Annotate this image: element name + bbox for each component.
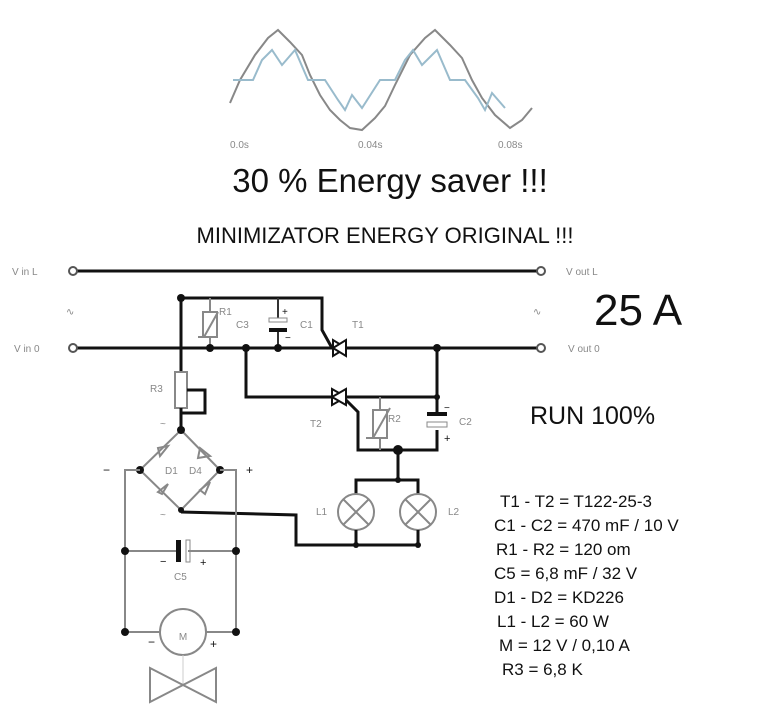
vout-0-label: V out 0: [568, 344, 600, 355]
sine-wave: [229, 28, 533, 132]
waveform-plot: 0.0s 0.04s 0.08s: [229, 28, 533, 151]
time-tick: 0.0s: [230, 140, 249, 151]
triac-t2: [329, 387, 349, 407]
c2-label: C2: [459, 417, 472, 428]
varistor-r2: [366, 397, 391, 450]
motor-minus: −: [148, 635, 155, 649]
spec-item: L1 - L2 = 60 W: [497, 612, 609, 631]
chopped-wave: [233, 48, 506, 113]
spec-item: M = 12 V / 0,10 A: [499, 636, 631, 655]
bridge-ac-top: ~: [160, 419, 166, 430]
vin-0-label: V in 0: [14, 344, 40, 355]
c2-plus: +: [444, 433, 450, 445]
motor-plus: +: [210, 637, 217, 651]
page-subtitle: MINIMIZATOR ENERGY ORIGINAL !!!: [197, 223, 574, 248]
terminal-vin-l: [68, 266, 78, 276]
r2-label: R2: [388, 414, 401, 425]
diode-bridge: [138, 428, 222, 512]
r3-label: R3: [150, 384, 163, 395]
spec-item: R3 = 6,8 K: [502, 660, 583, 679]
motor-label: M: [179, 632, 187, 643]
current-rating: 25 A: [594, 286, 683, 335]
c3-label: C3: [236, 320, 249, 331]
time-tick: 0.08s: [498, 140, 522, 151]
c1-label: C1: [300, 320, 313, 331]
valve-icon: [149, 666, 217, 704]
c5-minus: −: [160, 556, 166, 568]
spec-item: T1 - T2 = T122-25-3: [500, 492, 652, 511]
spec-item: C5 = 6,8 mF / 32 V: [494, 564, 638, 583]
ac-symbol-out: ∿: [533, 307, 541, 318]
lamp-l2: [399, 493, 437, 531]
gate-wire-t1: [179, 296, 334, 349]
varistor-r1: [198, 298, 219, 348]
d4-label: D4: [189, 466, 202, 477]
capacitor-c2: [426, 412, 448, 428]
l2-label: L2: [448, 507, 460, 518]
vin-l-label: V in L: [12, 267, 38, 278]
bridge-ac-bottom: ~: [160, 510, 166, 521]
capacitor-c5: [176, 539, 191, 563]
c1-minus: −: [285, 333, 291, 344]
c1-plus: +: [282, 307, 288, 318]
c5-label: C5: [174, 572, 187, 583]
ac-symbol-in: ∿: [66, 307, 74, 318]
terminal-vout-l: [536, 266, 546, 276]
triac-t1: [331, 338, 348, 358]
vout-l-label: V out L: [566, 267, 598, 278]
run-label: RUN 100%: [530, 402, 655, 430]
d1-label: D1: [165, 466, 178, 477]
specs-list: T1 - T2 = T122-25-3 C1 - C2 = 470 mF / 1…: [494, 492, 679, 679]
spec-item: D1 - D2 = KD226: [494, 588, 624, 607]
lamp-l1: [337, 493, 375, 531]
potentiometer-r3: [174, 371, 207, 415]
l1-label: L1: [316, 507, 328, 518]
bridge-minus: −: [103, 463, 110, 477]
time-tick: 0.04s: [358, 140, 382, 151]
t1-label: T1: [352, 320, 364, 331]
t2-label: T2: [310, 419, 322, 430]
spec-item: R1 - R2 = 120 om: [496, 540, 631, 559]
spec-item: C1 - C2 = 470 mF / 10 V: [494, 516, 679, 535]
terminal-vout-0: [536, 343, 546, 353]
c5-plus: +: [200, 557, 206, 569]
bridge-plus: +: [246, 463, 253, 477]
c2-minus: −: [444, 403, 450, 414]
terminal-vin-0: [68, 343, 78, 353]
page-title: 30 % Energy saver !!!: [232, 162, 547, 199]
r1-label: R1: [219, 307, 232, 318]
t2-wire: [244, 348, 332, 399]
